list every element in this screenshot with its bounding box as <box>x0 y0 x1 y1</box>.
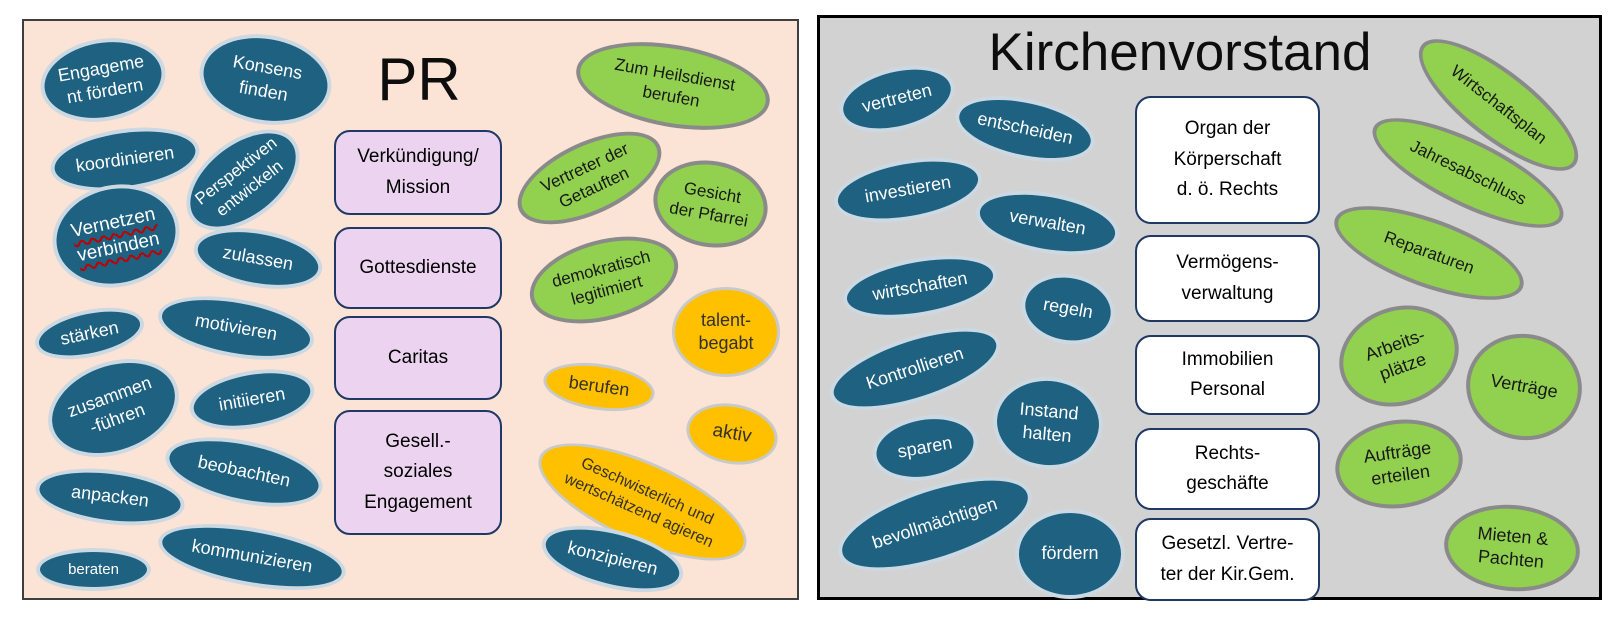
bubble-verwalten: verwalten <box>970 180 1125 266</box>
bubble-motivieren: motivieren <box>153 285 319 371</box>
bubble-initiieren: initiieren <box>185 360 319 439</box>
bubble-konsens-finden: Konsens finden <box>192 24 339 135</box>
bubble-aktiv: aktiv <box>681 396 783 472</box>
bubble-entscheiden: entscheiden <box>949 84 1101 174</box>
box-caritas: Caritas <box>334 316 502 400</box>
pr-panel-title: PR <box>377 46 461 113</box>
bubble-instand-halten: Instand halten <box>989 372 1107 474</box>
bubble-investieren: investieren <box>828 147 988 233</box>
bubble-arbeitsplaetze: Arbeits- plätze <box>1324 289 1474 423</box>
bubble-staerken: stärken <box>30 298 149 369</box>
bubble-anpacken: anpacken <box>32 461 188 533</box>
bubble-kommunizieren: kommunizieren <box>153 511 351 603</box>
box-vermoegensverwaltung: Vermögens- verwaltung <box>1135 235 1320 322</box>
bubble-vertreter-der-getauften: Vertreter der Getauften <box>504 112 675 244</box>
box-immobilien-personal: Immobilien Personal <box>1135 335 1320 415</box>
box-organ-der-koerperschaft: Organ der Körperschaft d. ö. Rechts <box>1135 96 1320 224</box>
box-rechtsgeschaefte: Rechts- geschäfte <box>1135 428 1320 510</box>
bubble-zulassen: zulassen <box>189 219 327 298</box>
bubble-beraten: beraten <box>36 548 151 591</box>
box-verkuendigung-mission: Verkündigung/ Mission <box>334 130 502 215</box>
bubble-wirtschaften: wirtschaften <box>838 244 1002 330</box>
bubble-foerdern: fördern <box>1015 509 1125 599</box>
bubble-mieten-pachten: Mieten & Pachten <box>1440 499 1584 597</box>
kirchenvorstand-panel-title: Kirchenvorstand <box>988 23 1372 82</box>
bubble-talent-begabt: talent- begabt <box>672 287 780 377</box>
bubble-beobachten: beobachten <box>159 425 329 519</box>
bubble-auftraege-erteilen: Aufträge erteilen <box>1329 411 1469 517</box>
bubble-vertraege: Verträge <box>1457 324 1591 450</box>
bubble-demokratisch-legitimiert: demokratisch legitimiert <box>520 221 688 339</box>
bubble-zum-heilsdienst-berufen: Zum Heilsdienst berufen <box>569 28 777 144</box>
bubble-berufen: berufen <box>540 356 658 418</box>
box-gesetzl-vertreter: Gesetzl. Vertre- ter der Kir.Gem. <box>1135 518 1320 601</box>
bubble-vernetzen-verbinden: Vernetzen verbinden <box>42 172 190 300</box>
box-gottesdienste: Gottesdienste <box>334 227 502 309</box>
bubble-sparen: sparen <box>867 407 983 489</box>
bubble-regeln: regeln <box>1015 266 1121 352</box>
bubble-kontrollieren: Kontrollieren <box>820 311 1010 427</box>
bubble-gesicht-der-pfarrei: Gesicht der Pfarrei <box>646 151 775 257</box>
box-gesell-soziales-engagement: Gesell.- soziales Engagement <box>334 410 502 535</box>
bubble-engagement-foerdern: Engageme nt fördern <box>33 28 173 132</box>
